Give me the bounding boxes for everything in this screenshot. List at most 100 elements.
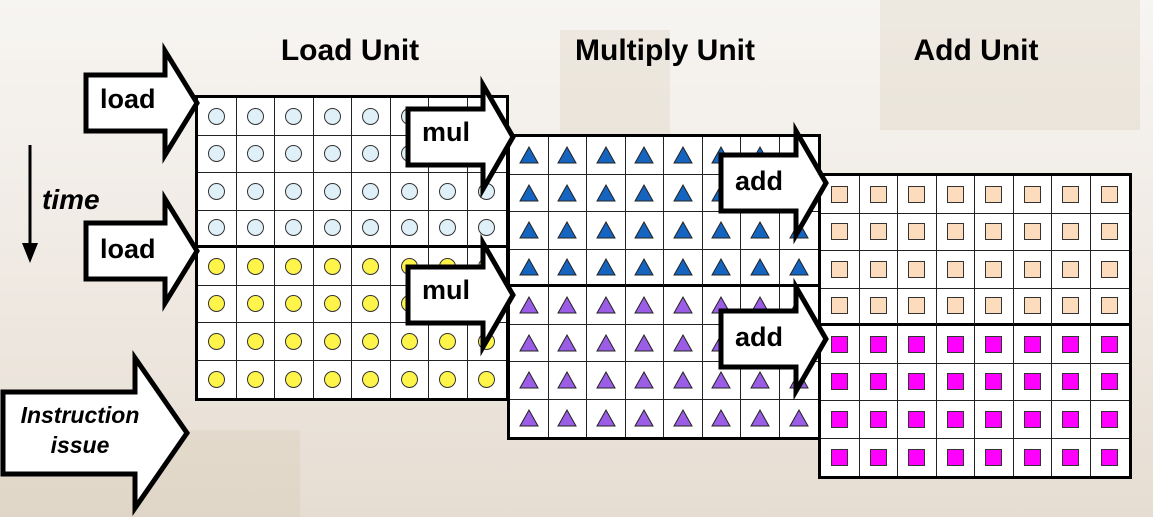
- add-grid-cell: [898, 213, 937, 251]
- add-square-mark: [831, 297, 849, 315]
- multiply-grid-cell: [510, 362, 549, 400]
- load-grid-cell: [236, 173, 275, 211]
- add-square-mark: [908, 260, 926, 278]
- add-grid-cell: [859, 176, 898, 214]
- add-grid-cell: [821, 251, 860, 289]
- load-circle-mark: [323, 332, 341, 350]
- multiply-triangle-mark: [595, 183, 616, 202]
- add-grid-cell: [1014, 438, 1052, 476]
- time-label: time: [42, 184, 100, 215]
- load-grid-cell: [313, 98, 352, 136]
- add-square-mark: [908, 185, 926, 203]
- load-grid-cell: [352, 135, 391, 173]
- load-grid-cell: [275, 323, 314, 361]
- load-grid-cell: [390, 210, 429, 248]
- load-grid-cell: [468, 361, 507, 399]
- add-square-mark: [1023, 373, 1041, 391]
- add-grid-cell: [898, 288, 937, 326]
- load-circle-mark: [285, 182, 303, 200]
- load-circle-mark: [362, 107, 380, 125]
- add-grid-cell: [859, 213, 898, 251]
- add-square-mark: [908, 410, 926, 428]
- background-ruin-right: [880, 0, 1140, 130]
- add-grid-cell: [975, 176, 1014, 214]
- multiply-grid-cell: [510, 399, 549, 437]
- load-circle-mark: [246, 182, 264, 200]
- multiply-grid-cell: [741, 362, 780, 400]
- instruction-issue-label: Instruction issue: [6, 400, 154, 460]
- multiply-triangle-mark: [749, 221, 770, 239]
- load-circle-mark: [208, 370, 226, 388]
- load-circle-mark: [246, 145, 264, 163]
- load-circle-mark: [208, 332, 226, 350]
- time-down-arrow: [20, 145, 40, 265]
- add-grid-cell: [859, 326, 898, 364]
- mul-arrow-1: [405, 75, 517, 199]
- add-grid-cell: [859, 251, 898, 289]
- multiply-triangle-mark: [672, 257, 693, 276]
- add-grid-cell: [975, 363, 1014, 401]
- add-square-mark: [869, 297, 887, 315]
- add-grid-cell: [1013, 176, 1052, 214]
- add-grid-cell: [1052, 326, 1091, 364]
- multiply-grid-cell: [741, 249, 780, 287]
- load-grid-cell: [352, 173, 391, 211]
- add-grid-cell: [936, 288, 975, 326]
- multiply-grid-cell: [664, 249, 703, 287]
- add-grid-cell: [936, 363, 975, 401]
- add-grid-cell: [821, 438, 860, 476]
- add-grid-cell: [936, 176, 975, 214]
- add-grid-cell: [898, 176, 937, 214]
- add-grid-cell: [937, 438, 975, 476]
- multiply-grid-cell: [510, 212, 549, 250]
- add-grid-cell: [821, 176, 860, 214]
- add-square-mark: [1062, 223, 1080, 241]
- load-grid-cell: [236, 210, 275, 248]
- load-circle-mark: [400, 182, 418, 200]
- load-circle-mark: [323, 219, 341, 237]
- multiply-triangle-mark: [595, 257, 616, 276]
- load-grid-cell: [352, 210, 391, 248]
- add-grid-cell: [898, 326, 937, 364]
- multiply-triangle-mark: [518, 183, 539, 202]
- add-grid-cell: [1052, 438, 1091, 476]
- load-arrow-label-1: load: [100, 84, 156, 114]
- load-grid-cell: [198, 360, 237, 398]
- load-circle-mark: [478, 370, 496, 388]
- multiply-triangle-mark: [711, 409, 732, 427]
- add-grid-cell: [859, 401, 898, 439]
- load-circle-mark: [323, 370, 341, 388]
- add-square-mark: [985, 410, 1003, 428]
- load-grid-cell: [313, 173, 352, 211]
- multiply-grid-cell: [625, 287, 664, 325]
- load-grid-cell: [391, 360, 429, 398]
- add-square-mark: [985, 185, 1003, 203]
- multiply-triangle-mark: [557, 296, 578, 314]
- add-square-mark: [1062, 260, 1080, 278]
- load-circle-mark: [478, 219, 496, 237]
- load-grid-cell: [236, 285, 275, 323]
- add-square-mark: [869, 448, 887, 466]
- multiply-triangle-mark: [595, 371, 616, 389]
- multiply-triangle-mark: [557, 146, 578, 164]
- multiply-grid-cell: [548, 212, 587, 250]
- load-circle-mark: [246, 107, 264, 125]
- add-grid-cell: [975, 401, 1014, 439]
- load-circle-mark: [439, 370, 457, 388]
- load-circle-mark: [208, 107, 226, 125]
- multiply-grid-cell: [510, 324, 549, 362]
- add-grid-cell: [1090, 176, 1129, 214]
- load-circle-mark: [285, 219, 303, 237]
- load-circle-mark: [439, 182, 457, 200]
- multiply-grid-cell: [548, 362, 587, 400]
- add-square-mark: [869, 260, 887, 278]
- mul-arrow-label-1: mul: [422, 117, 471, 147]
- multiply-triangle-mark: [595, 221, 616, 239]
- multiply-triangle-mark: [672, 221, 693, 239]
- multiply-triangle-mark: [634, 409, 655, 427]
- load-circle-mark: [208, 295, 226, 313]
- add-grid-cell: [975, 251, 1014, 289]
- add-square-mark: [908, 335, 926, 353]
- add-square-mark: [831, 448, 849, 466]
- multiply-triangle-mark: [711, 221, 732, 239]
